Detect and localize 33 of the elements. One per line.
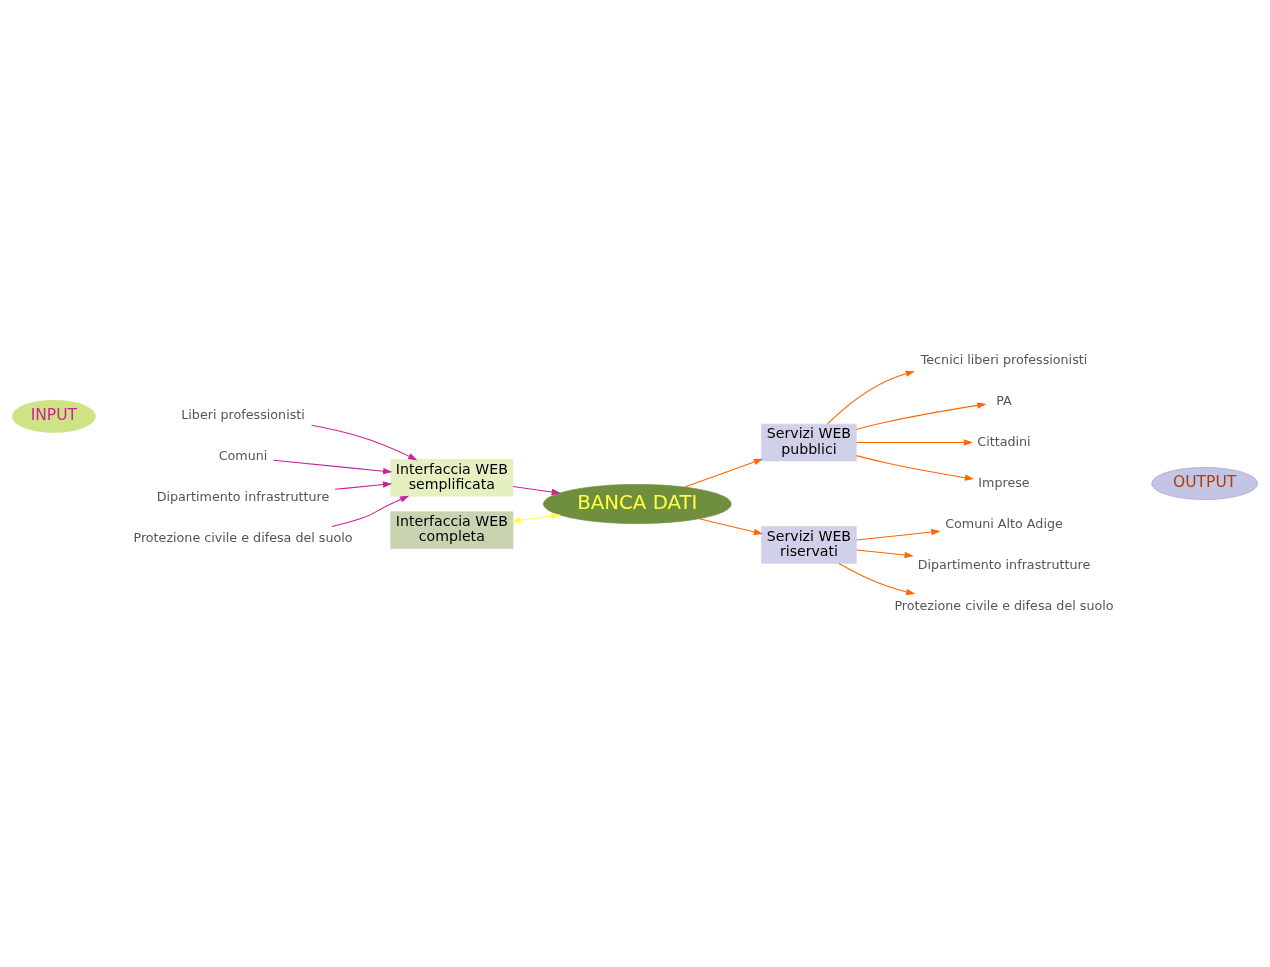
node-box: Servizi WEB riservati — [761, 526, 857, 564]
arrow — [826, 370, 915, 425]
arrow — [856, 439, 973, 446]
node-ellipse: OUTPUT — [1151, 467, 1258, 500]
arrow — [311, 424, 418, 461]
arrow — [272, 459, 393, 475]
node-text: Protezione civile e difesa del suolo — [133, 530, 353, 546]
arrow — [684, 458, 764, 488]
node-text: Imprese — [978, 474, 1030, 490]
arrow — [855, 455, 975, 481]
arrow — [838, 562, 916, 595]
node-text: Tecnici liberi professionisti — [920, 351, 1088, 367]
arrow — [511, 512, 561, 524]
arrow — [856, 549, 914, 559]
arrow — [698, 518, 763, 536]
node-ellipse: BANCA DATI — [543, 484, 732, 524]
node-text: Comuni Alto Adige — [945, 515, 1063, 531]
arrow — [855, 402, 987, 430]
arrow — [512, 485, 561, 496]
arrow — [334, 481, 393, 490]
node-text: Comuni — [218, 448, 268, 464]
node-text: Cittadini — [977, 433, 1031, 449]
node-text: PA — [996, 392, 1012, 408]
node-box: Servizi WEB pubblici — [761, 423, 857, 462]
node-box: Interfaccia WEB semplificata — [390, 459, 514, 497]
node-text: Dipartimento infrastrutture — [156, 489, 330, 505]
node-ellipse: INPUT — [11, 399, 96, 433]
node-box: Interfaccia WEB completa — [390, 511, 514, 549]
arrow — [856, 528, 941, 541]
node-text: Protezione civile e difesa del suolo — [894, 597, 1114, 613]
node-text: Liberi professionisti — [181, 407, 305, 423]
node-text: Dipartimento infrastrutture — [917, 556, 1091, 572]
arrow — [331, 495, 410, 528]
